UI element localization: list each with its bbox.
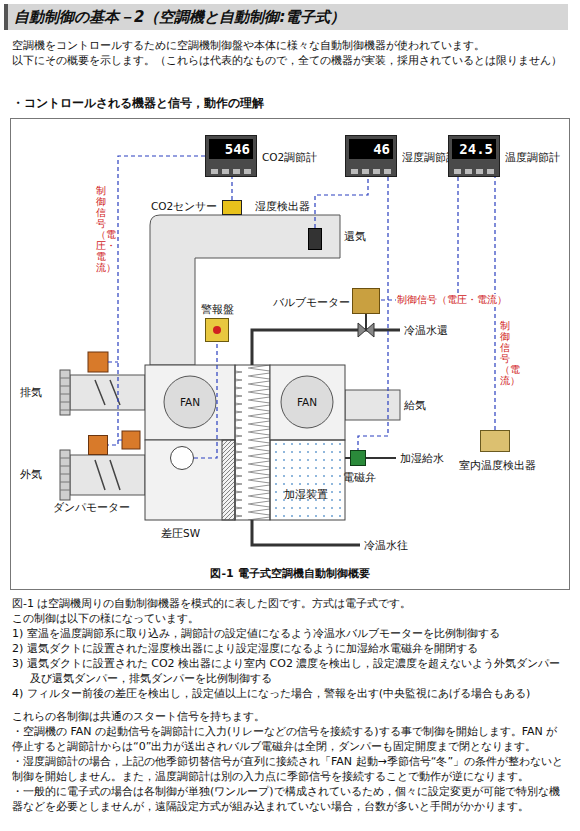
device-label: 電磁弁: [343, 471, 376, 483]
signal-label: 制御信号（電流）: [500, 320, 510, 386]
signal-line: [231, 177, 232, 200]
unit-casing: [145, 365, 345, 520]
alarm-lamp: [213, 326, 221, 334]
controller-box: 546CO2調節計: [205, 135, 257, 177]
device-box: 電磁弁: [350, 450, 366, 466]
signal-line: [380, 177, 458, 300]
body-paragraph: ・空調機の FAN の起動信号を調節計に入力(リレーなどの信号を接続する)する事…: [12, 724, 568, 754]
controller-button: [233, 169, 240, 174]
body-paragraph: ・一般的に電子式の場合は各制御が単独(ワンループ)で構成されているため，個々に設…: [12, 784, 568, 814]
illustration-part: [150, 215, 340, 365]
illustration-part: [108, 362, 122, 440]
device-label: CO2センサー: [151, 200, 217, 212]
signal-line: [315, 177, 368, 228]
device-label: ダンパモーター: [53, 501, 130, 513]
illustration-part: [60, 378, 70, 490]
controller-button: [362, 169, 369, 174]
illustration-part: [122, 431, 140, 449]
illustration-part: [345, 390, 400, 420]
title-bar: 自動制御の基本－2（空調機と自動制御:電子式）: [4, 4, 568, 30]
illustration-part: [60, 370, 70, 415]
device-box: バルブモーター: [352, 288, 380, 314]
device-label: 差圧SW: [161, 527, 200, 539]
illustration-part: [145, 365, 235, 440]
part-label: FAN: [180, 396, 200, 408]
controller-box: 24.5温度調節計: [448, 135, 500, 177]
page-title: 自動制御の基本－2（空調機と自動制御:電子式）: [8, 4, 568, 30]
illustration-part: [222, 440, 235, 520]
controller-button: [476, 169, 483, 174]
device-box: 警報盤: [205, 318, 229, 342]
controller-button: [465, 169, 472, 174]
controller-button: [211, 169, 218, 174]
signal-line: [108, 156, 205, 445]
controller-button: [244, 169, 251, 174]
controller-button: [487, 169, 494, 174]
part-label: 給気: [404, 399, 426, 411]
body-paragraph: 1) 室温を温度調節系に取り込み，調節計の設定値になるよう冷温水バルブモーターを…: [12, 626, 568, 641]
section-heading: ・コントロールされる機器と信号，動作の理解: [12, 96, 568, 111]
illustration-part: [164, 376, 216, 428]
device-label: 温度調節計: [505, 151, 560, 163]
controller-button: [373, 169, 380, 174]
figure-caption: 図-1 電子式空調機自動制御概要: [10, 566, 570, 581]
illustration-part: [70, 375, 145, 410]
illustration-part: [270, 365, 345, 440]
illustration-part: [252, 330, 400, 365]
part-label: 冷温水往: [364, 539, 408, 551]
device-box: 差圧SW: [170, 446, 194, 470]
illustration-part: [235, 365, 270, 520]
controller-button: [222, 169, 229, 174]
illustration-part: [365, 314, 367, 330]
device-label: 警報盤: [201, 303, 234, 315]
device-label: 室内温度検出器: [459, 459, 536, 471]
signal-label: 制御信号（電圧・電流）: [96, 185, 106, 273]
signal-label: 制御信号（電圧・電流）: [396, 294, 508, 306]
heading-text: ・コントロールされる機器と信号，動作の理解: [12, 96, 568, 111]
display-value: 24.5: [452, 139, 496, 159]
device-label: CO2調節計: [262, 151, 317, 163]
device-box: ダンパモーター: [88, 435, 108, 455]
body-text: 図-1 は空調機周りの自動制御機器を模式的に表した図です。方式は電子式です。この…: [12, 596, 568, 814]
device-label: バルブモーター: [273, 296, 350, 308]
part-label: 加湿給水: [400, 452, 444, 464]
device-box: 室内温度検出器: [480, 430, 510, 452]
device-box: 湿度検出器: [308, 228, 322, 250]
controller-button: [454, 169, 461, 174]
illustration-part: [70, 455, 145, 495]
body-paragraph: 2) 還気ダクトに設置された湿度検出器により設定湿度になるように加湿給水電磁弁を…: [12, 641, 568, 656]
part-label: 還気: [344, 230, 366, 242]
controller-button: [384, 169, 391, 174]
body-paragraph: これらの各制御は共通のスタート信号を持ちます。: [12, 709, 568, 724]
device-label: 湿度検出器: [255, 200, 310, 212]
body-paragraph: この制御は以下の様になっています。: [12, 611, 568, 626]
part-label: 排気: [20, 386, 42, 398]
pipes: [252, 314, 400, 545]
intro-paragraph: 以下にその概要を示します。（これらは代表的なもので，全ての機器が実装，採用されて…: [12, 53, 568, 68]
device-box: CO2センサー: [222, 200, 242, 215]
body-paragraph: 4) フィルター前後の差圧を検出し，設定値以上になった場合，警報を出す(中央監視…: [12, 686, 568, 701]
display-value: 546: [209, 139, 253, 159]
part-label: 外気: [20, 468, 42, 480]
body-paragraph: ・湿度調節計の場合，上記の他季節切替信号が直列に接続され「FAN 起動→季節信号…: [12, 754, 568, 784]
body-paragraph: 図-1 は空調機周りの自動制御機器を模式的に表した図です。方式は電子式です。: [12, 596, 568, 611]
controller-box: 46湿度調節計: [345, 135, 397, 177]
illustration-part: [281, 376, 333, 428]
illustration-part: [252, 520, 360, 545]
display-value: 46: [349, 139, 393, 159]
part-label: FAN: [297, 396, 317, 408]
controller-button: [351, 169, 358, 174]
intro-paragraph: 空調機をコントロールするために空調機制御盤や本体に様々な自動制御機器が使われてい…: [12, 38, 568, 53]
body-paragraph: 3) 還気ダクトに設置された CO2 検出器により室内 CO2 濃度を検出し，設…: [12, 656, 568, 686]
illustration-part: [88, 352, 108, 372]
illustration-part: [270, 440, 345, 520]
intro-text: 空調機をコントロールするために空調機制御盤や本体に様々な自動制御機器が使われてい…: [12, 38, 568, 68]
illustration-part: [145, 440, 235, 520]
part-label: 加湿装置: [284, 488, 328, 500]
part-label: 冷温水還: [404, 324, 448, 336]
